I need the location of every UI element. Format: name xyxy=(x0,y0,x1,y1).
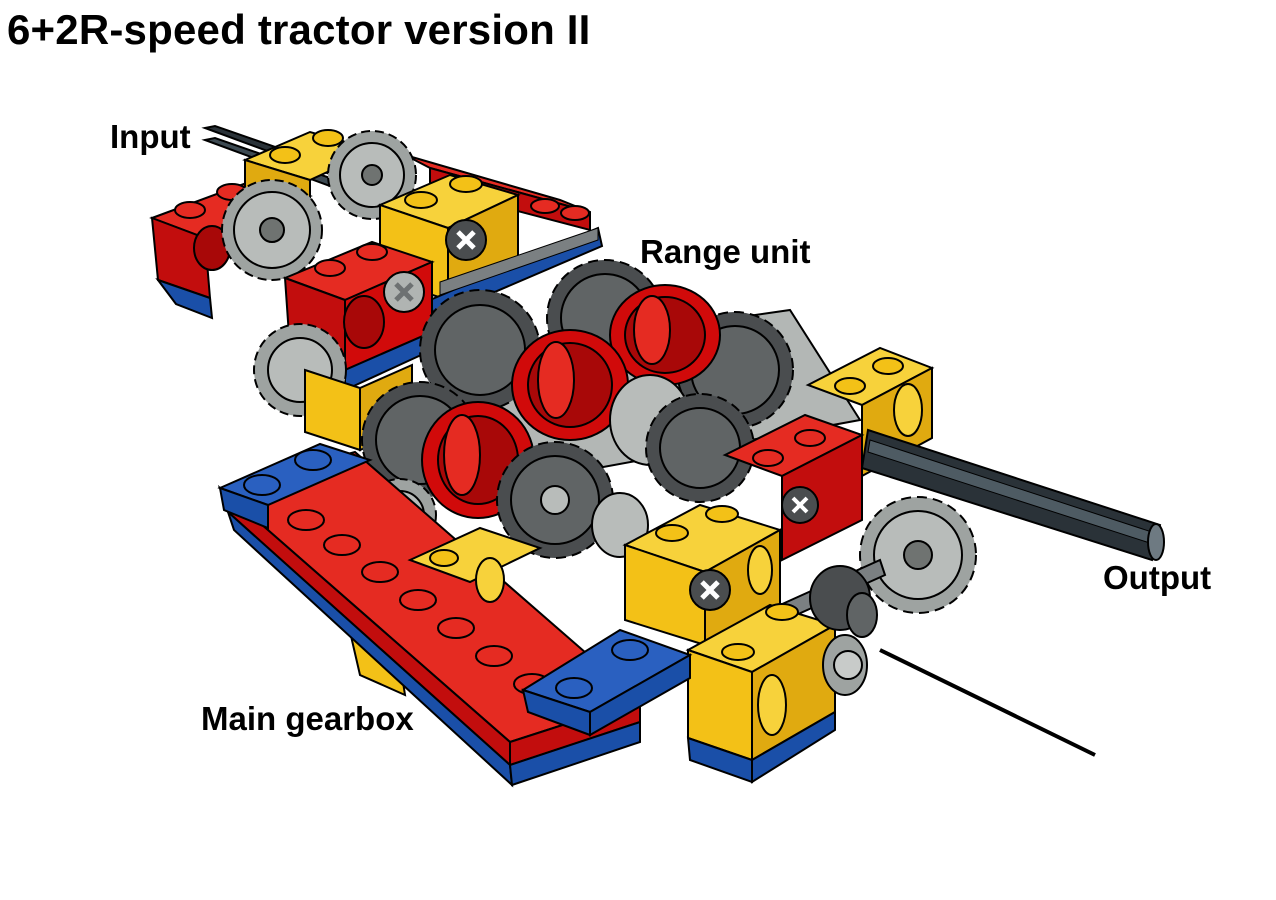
bottom-yellow-brick xyxy=(685,603,838,784)
lower-yellow-brick xyxy=(407,526,543,603)
pointer-line xyxy=(879,648,1096,757)
left-blue-plate xyxy=(217,442,373,530)
page-title: 6+2R-speed tractor version II xyxy=(7,6,591,53)
label-input: Input xyxy=(110,118,191,155)
front-red-brick xyxy=(282,240,435,392)
input-region xyxy=(149,124,604,320)
front-frame-beams xyxy=(217,442,693,788)
label-main-gearbox: Main gearbox xyxy=(201,700,414,737)
input-gray-gears xyxy=(221,130,417,281)
back-red-beam xyxy=(149,176,313,320)
output-region xyxy=(622,346,1165,784)
right-red-brick xyxy=(722,413,865,562)
gray-bushes xyxy=(809,565,878,696)
right-gray-gears xyxy=(859,496,977,614)
transmission-core xyxy=(253,259,862,559)
front-blue-plate xyxy=(520,628,693,737)
label-range-unit: Range unit xyxy=(640,233,811,270)
middle-clutch-gears xyxy=(419,289,755,503)
range-unit-gears xyxy=(546,259,794,429)
front-clutch-gears xyxy=(361,381,649,559)
output-axle xyxy=(860,428,1165,562)
label-output: Output xyxy=(1103,559,1212,596)
